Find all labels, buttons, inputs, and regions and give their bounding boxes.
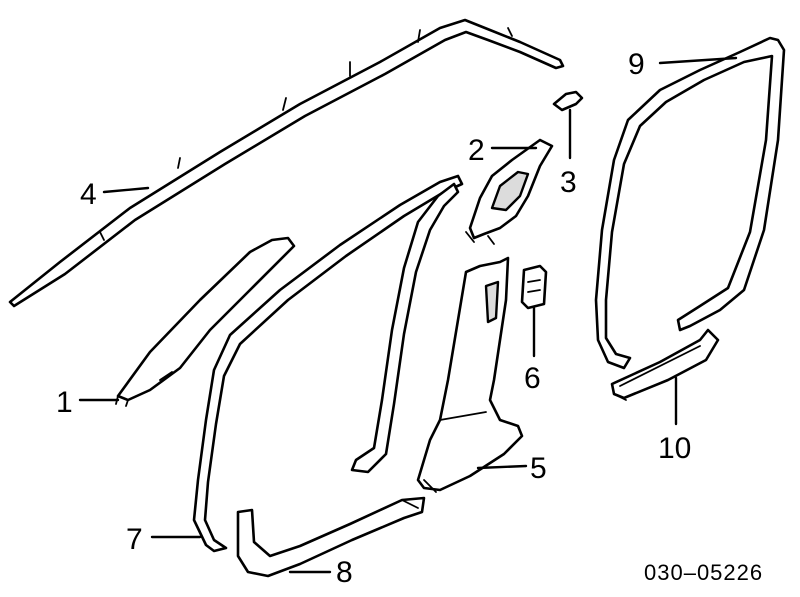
- part-8-front-kick-plate[interactable]: [236, 496, 426, 578]
- callout-6: 6: [524, 362, 541, 395]
- callout-5: 5: [530, 452, 547, 485]
- leader-lines: [78, 56, 738, 574]
- callout-7: 7: [126, 523, 143, 556]
- part-7-front-weatherstrip[interactable]: [192, 174, 464, 553]
- callout-4: 4: [80, 178, 97, 211]
- part-5-lower-b-pillar[interactable]: [416, 256, 524, 493]
- reference-code: 030–05226: [644, 560, 763, 585]
- part-1-a-pillar-trim[interactable]: [115, 236, 296, 407]
- part-4-roof-rail[interactable]: [8, 18, 565, 308]
- callout-3: 3: [560, 166, 577, 199]
- part-10-rear-kick-plate[interactable]: [610, 328, 720, 401]
- callout-9: 9: [628, 48, 645, 81]
- part-2-upper-b-pillar[interactable]: [465, 138, 554, 245]
- part-3-clip[interactable]: [552, 90, 584, 112]
- callout-1: 1: [56, 386, 73, 419]
- part-9-rear-weatherstrip[interactable]: [594, 36, 786, 370]
- callout-8: 8: [336, 556, 353, 589]
- part-6-clip[interactable]: [520, 264, 548, 310]
- callout-10: 10: [658, 432, 691, 465]
- callout-2: 2: [468, 134, 485, 167]
